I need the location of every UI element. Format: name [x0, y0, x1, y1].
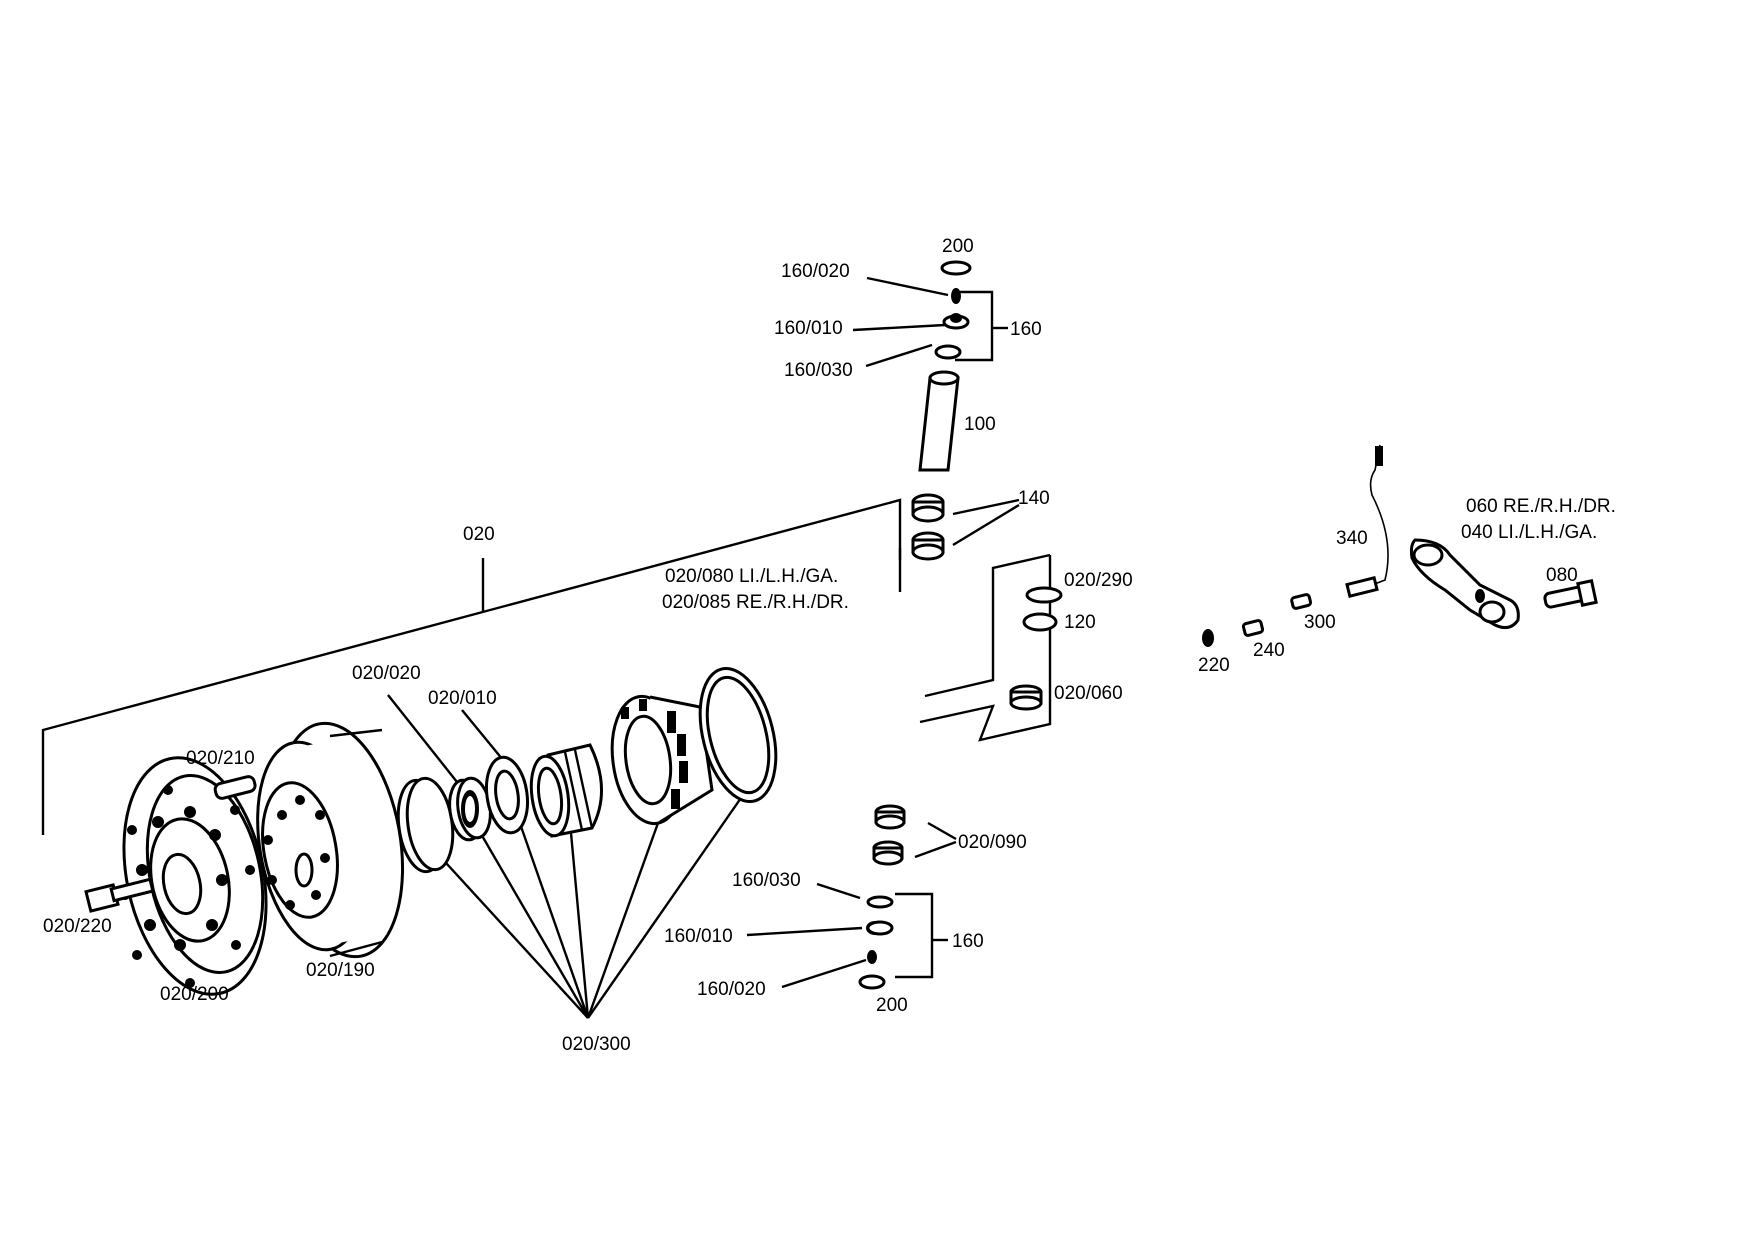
label-020-190: 020/190	[306, 960, 375, 981]
bushing-020-060	[1009, 684, 1043, 711]
label-160-010-bottom: 160/010	[664, 926, 733, 947]
label-020-085: 020/085 RE./R.H./DR.	[662, 592, 849, 613]
label-100: 100	[964, 414, 996, 435]
leader-020-020	[387, 694, 458, 783]
leader-160-030-top	[865, 343, 933, 368]
label-040: 040 LI./L.H./GA.	[1461, 522, 1597, 543]
cap-group-160-bottom	[858, 895, 894, 990]
label-200-top: 200	[942, 236, 974, 257]
bracket-020	[41, 498, 902, 835]
bushing-140	[911, 493, 945, 561]
bracket-160-bottom	[895, 892, 934, 979]
bearing-020-300	[529, 743, 603, 838]
leader-140b	[952, 503, 1020, 547]
label-340: 340	[1336, 528, 1368, 549]
label-160-030-top: 160/030	[784, 360, 853, 381]
label-160-bottom: 160	[952, 931, 984, 952]
leader-fan-020-300	[424, 784, 751, 1019]
label-020-290: 020/290	[1064, 570, 1133, 591]
label-120: 120	[1064, 612, 1096, 633]
label-160-030-bottom: 160/030	[732, 870, 801, 891]
leader-160-020-top	[866, 276, 949, 297]
label-020-010: 020/010	[428, 688, 497, 709]
steering-arm-060	[1409, 538, 1520, 630]
label-300: 300	[1304, 612, 1336, 633]
ring-seal	[396, 776, 455, 874]
bracket-020-060	[924, 553, 1051, 698]
label-160-010-top: 160/010	[774, 318, 843, 339]
stud-020-210	[213, 775, 257, 800]
label-160-020-bottom: 160/020	[697, 979, 766, 1000]
label-200-bottom: 200	[876, 995, 908, 1016]
plug-220	[1202, 629, 1214, 647]
label-020-210: 020/210	[186, 748, 255, 769]
bolt-080	[1543, 579, 1598, 609]
flange-020-200	[120, 756, 268, 996]
label-020-220: 020/220	[43, 916, 112, 937]
brake-disc-020-190	[256, 721, 405, 959]
label-240: 240	[1253, 640, 1285, 661]
label-020-200: 020/200	[160, 984, 229, 1005]
leader-lines	[41, 276, 1052, 1019]
bracket-160-top	[955, 290, 994, 362]
leader-160-030-bot	[816, 882, 861, 900]
ring-120	[1022, 612, 1058, 632]
leader-160-010-top	[852, 323, 946, 332]
label-020-080: 020/080 LI./L.H./GA.	[665, 566, 838, 587]
screw-240	[1241, 619, 1265, 637]
bracket-020-060-lower	[919, 555, 1052, 742]
king-pin-100	[918, 370, 960, 472]
pin-300	[1290, 593, 1313, 610]
label-020-300: 020/300	[562, 1034, 631, 1055]
label-160-020-top: 160/020	[781, 261, 850, 282]
leader-160-020-bot	[781, 958, 867, 989]
label-020: 020	[463, 524, 495, 545]
label-160-top: 160	[1010, 319, 1042, 340]
callout-labels: 020 020/080 LI./L.H./GA. 020/085 RE./R.H…	[43, 236, 1616, 1055]
label-020-060: 020/060	[1054, 683, 1123, 704]
bushing-020-090	[872, 804, 906, 866]
label-020-090: 020/090	[958, 832, 1027, 853]
hub-cage	[610, 694, 714, 826]
label-140: 140	[1018, 488, 1050, 509]
ring-020-290	[1025, 586, 1063, 604]
leader-160-010-bot	[746, 926, 863, 937]
label-220: 220	[1198, 655, 1230, 676]
leader-020-090a	[927, 821, 957, 841]
cap-group-160-top	[934, 260, 972, 360]
label-060: 060 RE./R.H./DR.	[1466, 496, 1616, 517]
label-080: 080	[1546, 565, 1578, 586]
label-020-020: 020/020	[352, 663, 421, 684]
leader-140a	[952, 498, 1020, 516]
bearing-ring-020-020	[448, 776, 492, 842]
bolt-020-220	[84, 877, 155, 913]
leader-020-090b	[914, 840, 957, 859]
seal-ring-large	[698, 666, 778, 804]
sensor-340	[1345, 444, 1389, 599]
washer-020-010	[485, 755, 529, 835]
leader-020-010	[461, 709, 504, 761]
